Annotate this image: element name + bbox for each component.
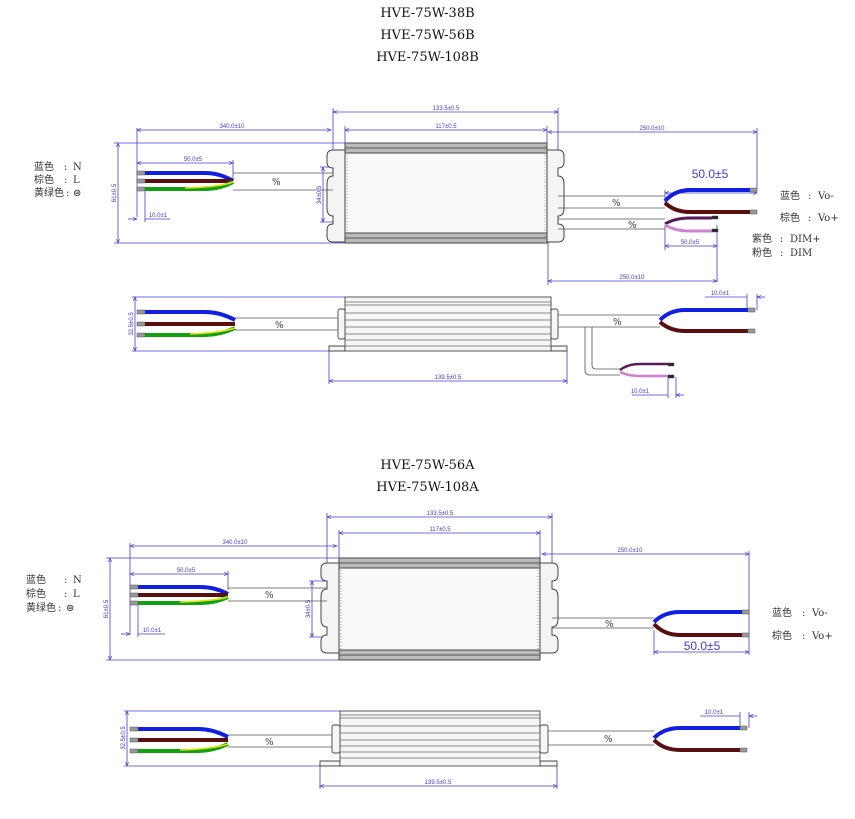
legend-color-name: 棕色 [780, 211, 800, 224]
cable-break-icon: % [272, 178, 281, 188]
section-b-top-view: 340.0±10 133.5±0.5 117±0.5 250.0±10 50.0… [112, 106, 757, 285]
dim-height: 61±0.5 [112, 183, 118, 202]
legend-colon: : [802, 608, 805, 619]
dim-input-strip: 50.0±5 [177, 568, 196, 574]
legend-color-name: 黄绿色 [26, 601, 56, 614]
cable-break-icon: % [628, 221, 637, 231]
section-b-side-view: 32.5±0.5 139.5±0.5 10.0±1 10.0±1 [129, 291, 765, 398]
wire-brown-vo-plus [663, 201, 750, 214]
legend-signal: N [73, 575, 82, 586]
cable-break-icon: % [265, 738, 274, 748]
section-a-side-view: 32.5±0.5 139.5±0.5 10.0±1 % % [121, 710, 757, 789]
dim-side-height: 32.5±0.5 [121, 726, 127, 750]
earth-ground-icon: ⊜ [66, 603, 74, 614]
legend-colon: : [780, 234, 783, 245]
legend-color-name: 蓝色 [26, 573, 46, 586]
legend-colon: : [802, 631, 805, 642]
legend-signal: DIM [790, 248, 812, 259]
dim-input-strip: 50.0±5 [184, 157, 203, 163]
legend-signal: L [73, 589, 80, 600]
dim-output-strip: 50.0±5 [692, 167, 729, 181]
legend-color-name: 黄绿色 [34, 186, 64, 199]
model-title-38b: HVE-75W-38B [380, 6, 475, 21]
dim-body-length: 117±0.5 [435, 124, 457, 130]
model-title-56a: HVE-75W-56A [380, 458, 475, 473]
cable-break-icon: % [605, 620, 614, 630]
model-title-56b: HVE-75W-56B [380, 28, 475, 43]
legend-colon: : [808, 213, 811, 224]
legend-signal: DIM+ [790, 234, 821, 245]
dim-side-height: 32.5±0.5 [129, 312, 135, 336]
dim-side-dim-tip: 10.0±1 [631, 389, 650, 395]
legend-colon: : [64, 175, 67, 186]
dim-dim-strip: 50.0±5 [681, 240, 700, 246]
dim-wire-tip: 10.0±1 [149, 213, 168, 219]
earth-ground-icon: ⊜ [73, 188, 81, 199]
legend-color-name: 棕色 [34, 173, 54, 186]
legend-signal: Vo- [817, 191, 834, 202]
dim-wire-tip: 10.0±1 [143, 628, 162, 634]
section-a-top-view: 340.0±10 133.5±0.5 117±0.5 250.0±10 50.0… [104, 511, 749, 660]
dim-input-cable: 340.0±10 [223, 540, 249, 546]
legend-color-name: 蓝色 [34, 160, 54, 173]
dim-side-wire-tip: 10.0±1 [711, 291, 730, 297]
dim-overall-length: 133.5±0.5 [427, 511, 454, 517]
dim-dim-cable: 250.0±10 [620, 275, 646, 281]
dim-mount-hole: 34±0.5 [317, 185, 323, 204]
legend-colon: : [58, 603, 61, 614]
dim-output-cable: 250.0±10 [640, 126, 666, 132]
legend-signal: Vo+ [817, 213, 839, 224]
legend-color-name: 棕色 [26, 587, 46, 600]
cable-break-icon: % [265, 591, 274, 601]
wire-pink-dim [664, 223, 712, 233]
legend-colon: : [64, 589, 67, 600]
cable-break-icon: % [612, 199, 621, 209]
legend-colon: : [66, 188, 69, 199]
section-b-output-legend: 蓝色 : Vo- 棕色 : Vo+ 紫色 : DIM+ 粉色 : DIM [752, 189, 839, 259]
dim-height: 61±0.5 [104, 599, 110, 618]
cable-break-icon: % [613, 318, 622, 328]
section-a-input-legend: 蓝色 : N 棕色 : L 黄绿色 : ⊜ [26, 573, 82, 614]
dim-side-base: 139.5±0.5 [425, 780, 452, 786]
dim-body-length: 117±0.5 [429, 527, 451, 533]
cable-break-icon: % [604, 735, 613, 745]
legend-colon: : [64, 575, 67, 586]
legend-colon: : [780, 248, 783, 259]
model-title-108b: HVE-75W-108B [376, 50, 479, 65]
legend-color-name: 粉色 [752, 246, 772, 259]
legend-signal: Vo- [811, 608, 828, 619]
wire-purple-dim-plus [664, 216, 712, 226]
model-title-108a: HVE-75W-108A [376, 480, 479, 495]
legend-color-name: 蓝色 [780, 189, 800, 202]
dim-mount-hole: 34±0.5 [306, 599, 312, 618]
legend-color-name: 紫色 [752, 232, 772, 245]
section-a-output-legend: 蓝色 : Vo- 棕色 : Vo+ [772, 606, 833, 642]
dim-side-base: 139.5±0.5 [435, 375, 462, 381]
dim-output-strip: 50.0±5 [684, 639, 721, 653]
legend-signal: L [73, 175, 80, 186]
dim-output-cable: 250.0±10 [618, 548, 644, 554]
section-b-input-legend: 蓝色 : N 棕色 : L 黄绿色 : ⊜ [34, 160, 82, 199]
legend-color-name: 蓝色 [772, 606, 792, 619]
legend-signal: N [73, 162, 82, 173]
dim-side-wire-tip: 10.0±1 [705, 710, 724, 716]
legend-colon: : [808, 191, 811, 202]
legend-color-name: 棕色 [772, 629, 792, 642]
dim-input-cable: 340.0±10 [220, 124, 246, 130]
legend-colon: : [64, 162, 67, 173]
dim-overall-length: 133.5±0.5 [433, 106, 460, 112]
legend-signal: Vo+ [811, 631, 833, 642]
wire-blue-vo-minus [663, 188, 750, 203]
cable-break-icon: % [275, 321, 284, 331]
